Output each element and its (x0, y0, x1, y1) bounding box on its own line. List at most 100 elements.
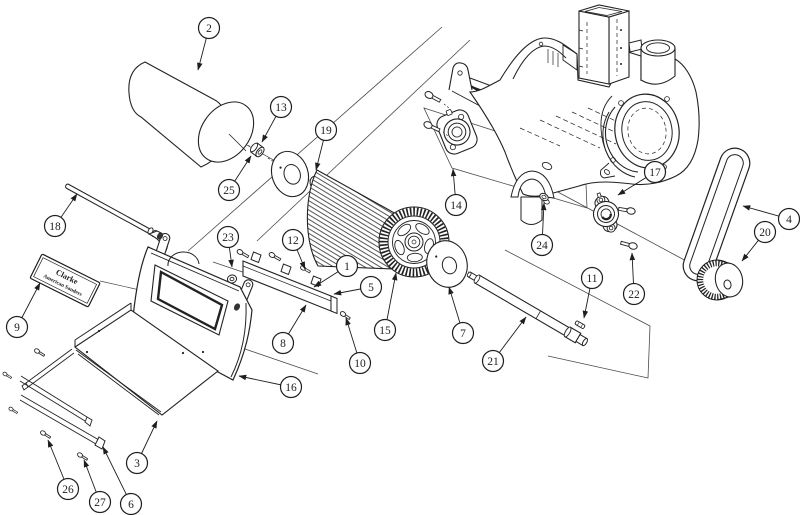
callout-5: 5 (333, 275, 383, 299)
callout-circle (451, 321, 475, 345)
part-drum-nut (249, 142, 265, 158)
callout-25: 25 (217, 155, 252, 202)
callout-21: 21 (481, 316, 527, 373)
callout-circle (43, 214, 67, 238)
part-mounting-bracket (226, 249, 351, 321)
callout-circle (314, 118, 338, 142)
part-skid-strips (2, 348, 106, 461)
callout-27: 27 (83, 459, 112, 514)
part-screw-10 (339, 311, 351, 321)
callout-number: 4 (786, 214, 792, 226)
callout-circle (271, 331, 295, 355)
callout-2: 2 (197, 16, 221, 71)
callout-number: 1 (344, 261, 350, 273)
callout-circle (125, 451, 149, 475)
callout-10: 10 (345, 317, 372, 375)
callout-circle (56, 477, 80, 501)
callout-number: 20 (759, 227, 771, 239)
callout-circle (216, 225, 240, 249)
callout-13: 13 (261, 95, 293, 143)
callout-number: 13 (275, 102, 287, 114)
callout-layer: 1234567891011121314151617181920212223242… (5, 16, 800, 515)
handle-tube (578, 4, 643, 85)
callout-number: 16 (285, 382, 297, 394)
callout-number: 12 (287, 235, 299, 247)
callout-number: 22 (628, 289, 640, 301)
callout-circle (217, 178, 241, 202)
callout-12: 12 (281, 228, 306, 270)
callout-18: 18 (43, 193, 78, 238)
callout-number: 7 (460, 328, 466, 340)
part-screw-26 (40, 430, 52, 439)
part-timing-pulley (696, 259, 744, 301)
callout-number: 14 (450, 200, 462, 212)
part-large-washer (270, 150, 310, 198)
callout-number: 27 (94, 497, 106, 509)
callout-circle (444, 193, 468, 217)
part-bearing-flange-right (592, 192, 638, 250)
callout-circle (373, 318, 397, 342)
callout-number: 19 (320, 125, 332, 137)
callout-22: 22 (622, 252, 646, 306)
callout-number: 23 (222, 232, 234, 244)
callout-circle (281, 228, 305, 252)
callout-number: 2 (206, 23, 212, 35)
callout-23: 23 (216, 225, 240, 268)
callout-19: 19 (314, 118, 338, 171)
callout-number: 9 (14, 322, 20, 334)
part-drive-belt (682, 147, 751, 282)
callout-20: 20 (741, 220, 777, 262)
callout-circle (335, 254, 359, 278)
callout-circle (580, 266, 604, 290)
part-drum-sleeve (128, 61, 255, 168)
callout-number: 8 (280, 338, 286, 350)
callout-number: 5 (368, 282, 374, 294)
part-screw-27 (77, 452, 89, 461)
callout-9: 9 (5, 282, 41, 339)
callout-circle (643, 160, 667, 184)
callout-1: 1 (313, 254, 359, 288)
part-screw-12 (300, 265, 311, 274)
callout-4: 4 (742, 205, 800, 231)
callout-circle (279, 375, 303, 399)
callout-circle (269, 95, 293, 119)
part-main-housing (448, 4, 700, 225)
callout-3: 3 (125, 420, 158, 475)
callout-number: 17 (649, 167, 661, 179)
callout-number: 6 (128, 499, 134, 511)
callout-15: 15 (373, 272, 398, 342)
part-bearing-flange-left (423, 91, 478, 155)
callout-circle (481, 349, 505, 373)
callout-number: 10 (354, 358, 366, 370)
callout-number: 15 (379, 325, 391, 337)
callout-8: 8 (271, 304, 307, 355)
callout-number: 11 (586, 273, 597, 285)
callout-circle (622, 282, 646, 306)
callout-14: 14 (444, 168, 468, 217)
part-washer-23 (226, 274, 238, 284)
part-locknut (539, 192, 550, 205)
callout-circle (348, 351, 372, 375)
part-shaft-key (574, 320, 586, 329)
callout-circle (5, 315, 29, 339)
callout-circle (530, 233, 554, 257)
callout-26: 26 (47, 439, 80, 501)
callout-circle (197, 16, 221, 40)
callout-number: 26 (62, 484, 74, 496)
callout-circle (753, 220, 777, 244)
callout-circle (88, 490, 112, 514)
brand-label: Clarke American Sanders (29, 253, 101, 308)
callout-17: 17 (617, 160, 667, 196)
exhaust-boss (640, 39, 676, 85)
callout-16: 16 (238, 374, 303, 399)
callout-number: 3 (134, 458, 140, 470)
callout-circle (359, 275, 383, 299)
part-tension-rod (65, 183, 168, 259)
callout-number: 18 (49, 221, 61, 233)
callout-7: 7 (448, 286, 475, 345)
callout-11: 11 (580, 266, 604, 319)
part-chute-assembly (74, 232, 254, 416)
callout-number: 21 (487, 356, 499, 368)
